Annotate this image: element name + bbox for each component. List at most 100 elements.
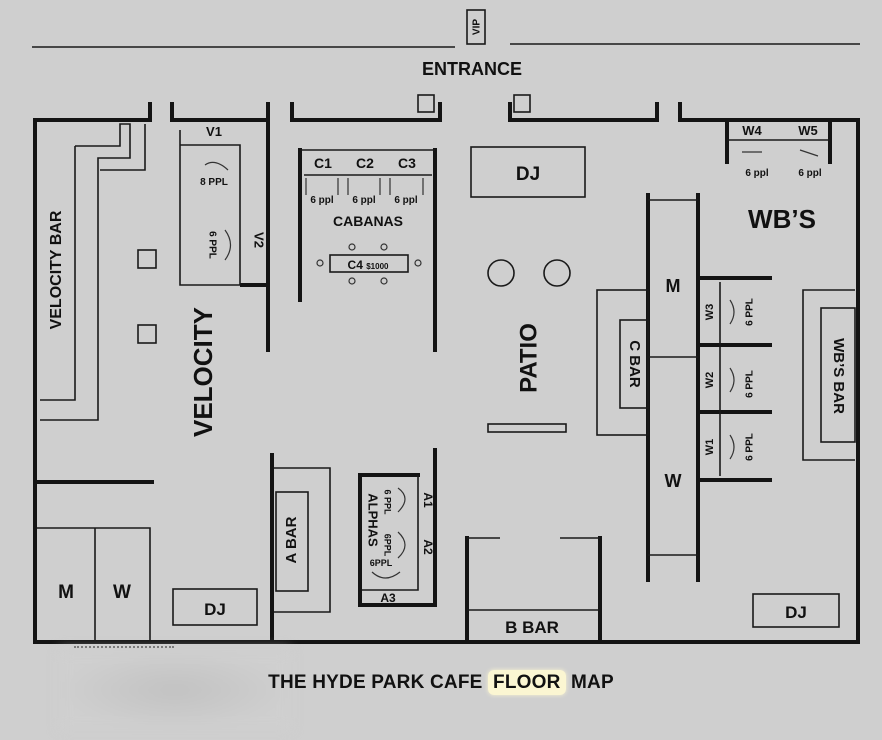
outer-wall <box>33 118 860 644</box>
dj-wbs-booth <box>752 593 840 628</box>
caption-text-end: MAP <box>565 672 614 693</box>
velocity-bar-back <box>100 124 146 171</box>
c4-seat <box>380 243 388 251</box>
w3-capacity: 6 PPL <box>745 298 756 326</box>
c2-capacity: 6 ppl <box>352 195 376 206</box>
c4-seat <box>380 277 388 285</box>
w4-w5-walls <box>725 118 832 164</box>
w1-seat-icon <box>729 434 735 460</box>
c1-capacity: 6 ppl <box>310 195 334 206</box>
c4-label: C4 $1000 <box>348 258 389 272</box>
cabanas-label: CABANAS <box>333 213 403 229</box>
v1-label: V1 <box>206 124 222 139</box>
patio-table-1 <box>487 259 515 287</box>
v1-box <box>180 144 241 285</box>
velocity-bar-outline <box>40 123 131 421</box>
c3-label: C3 <box>398 155 416 171</box>
center-dividers <box>648 199 698 556</box>
a-bar-inner <box>275 491 309 592</box>
c4-seat <box>348 277 356 285</box>
v2-capacity: 6 PPL <box>206 231 217 259</box>
wall-dj-top <box>508 102 659 122</box>
b-bar-label: B BAR <box>505 618 559 637</box>
c3-capacity: 6 ppl <box>394 195 418 206</box>
v-booth-outline <box>179 130 240 286</box>
w-center-label: W <box>665 471 682 491</box>
alphas-seat-icons <box>371 487 406 579</box>
cabana-partitions <box>305 178 424 195</box>
velocity-bar-inner <box>40 146 76 401</box>
w4-label: W4 <box>742 123 762 138</box>
w3-label: W3 <box>704 304 716 321</box>
w2-capacity: 6 PPL <box>745 370 756 398</box>
restroom-walls <box>37 527 151 640</box>
wbs-label: WB’S <box>748 204 816 234</box>
map-caption: THE HYDE PARK CAFE FLOOR MAP <box>0 670 882 695</box>
w-left-label: W <box>113 582 131 603</box>
caption-text: THE HYDE PARK CAFE <box>268 672 489 693</box>
wall-v1 <box>170 102 270 122</box>
patio-bench <box>487 423 567 433</box>
a3-capacity: 6PPL <box>370 558 393 568</box>
dj-wbs-label: DJ <box>785 603 807 622</box>
a1-label: A1 <box>421 492 435 508</box>
velocity-bar-label: VELOCITY BAR <box>48 210 65 329</box>
c4-seat <box>414 259 422 267</box>
v1-seat-icon <box>204 161 229 171</box>
wbs-bar-outer <box>802 289 855 461</box>
patio-label: PATIO <box>515 323 542 393</box>
c-bar-label: C BAR <box>626 340 643 388</box>
w5-capacity: 6 ppl <box>798 168 822 179</box>
b-bar-walls <box>465 536 602 642</box>
m-left-label: M <box>58 582 74 603</box>
alphas-label: ALPHAS <box>366 493 381 547</box>
velocity-pillar-2 <box>137 324 157 344</box>
w4-w5-seat-icons <box>742 149 819 157</box>
alphas-walls <box>358 448 437 607</box>
vip-sign <box>466 9 486 45</box>
c1-label: C1 <box>314 155 332 171</box>
wall-cabanas-top <box>290 102 442 122</box>
dj-velocity-label: DJ <box>204 600 226 619</box>
w1-capacity: 6 PPL <box>745 433 756 461</box>
w3-seat-icon <box>729 299 735 325</box>
a-bar-outer <box>274 467 331 613</box>
alphas-inner <box>362 475 419 591</box>
vip-label: VIP <box>472 19 483 35</box>
dj-velocity-booth <box>172 588 258 626</box>
w1-label: W1 <box>704 439 716 456</box>
image-smudge <box>60 650 290 730</box>
w2-label: W2 <box>704 372 716 389</box>
entrance-pillar-left <box>417 94 435 113</box>
dj-patio-label: DJ <box>516 164 540 185</box>
w-booth-walls <box>698 276 772 482</box>
c2-label: C2 <box>356 155 374 171</box>
v1-capacity: 8 PPL <box>200 177 228 188</box>
a3-label: A3 <box>380 591 396 605</box>
scribble-mark <box>74 646 174 654</box>
velocity-label: VELOCITY <box>188 307 218 437</box>
a-bar-label: A BAR <box>283 516 300 563</box>
entrance-pillar-right <box>513 94 531 113</box>
patio-table-2 <box>543 259 571 287</box>
dj-patio-booth <box>470 146 586 198</box>
w4-capacity: 6 ppl <box>745 168 769 179</box>
m-center-label: M <box>666 276 681 296</box>
a1-capacity: 6 PPL <box>383 489 393 515</box>
caption-highlight: FLOOR <box>488 670 566 695</box>
wbs-bar-label: WB’S BAR <box>830 338 847 414</box>
velocity-pillar-1 <box>137 249 157 269</box>
b-bar-lines <box>467 537 600 611</box>
c4-seat <box>348 243 356 251</box>
w5-label: W5 <box>798 123 818 138</box>
c-bar-inner <box>619 319 649 409</box>
c4-table <box>329 254 409 273</box>
a2-capacity: 6PPL <box>383 534 393 557</box>
v2-label: V2 <box>252 232 267 248</box>
entrance-label: ENTRANCE <box>422 59 522 79</box>
w2-seat-icon <box>729 367 735 393</box>
c4-seat <box>316 259 324 267</box>
v2-seat-icon <box>224 229 232 261</box>
a2-label: A2 <box>421 539 435 555</box>
